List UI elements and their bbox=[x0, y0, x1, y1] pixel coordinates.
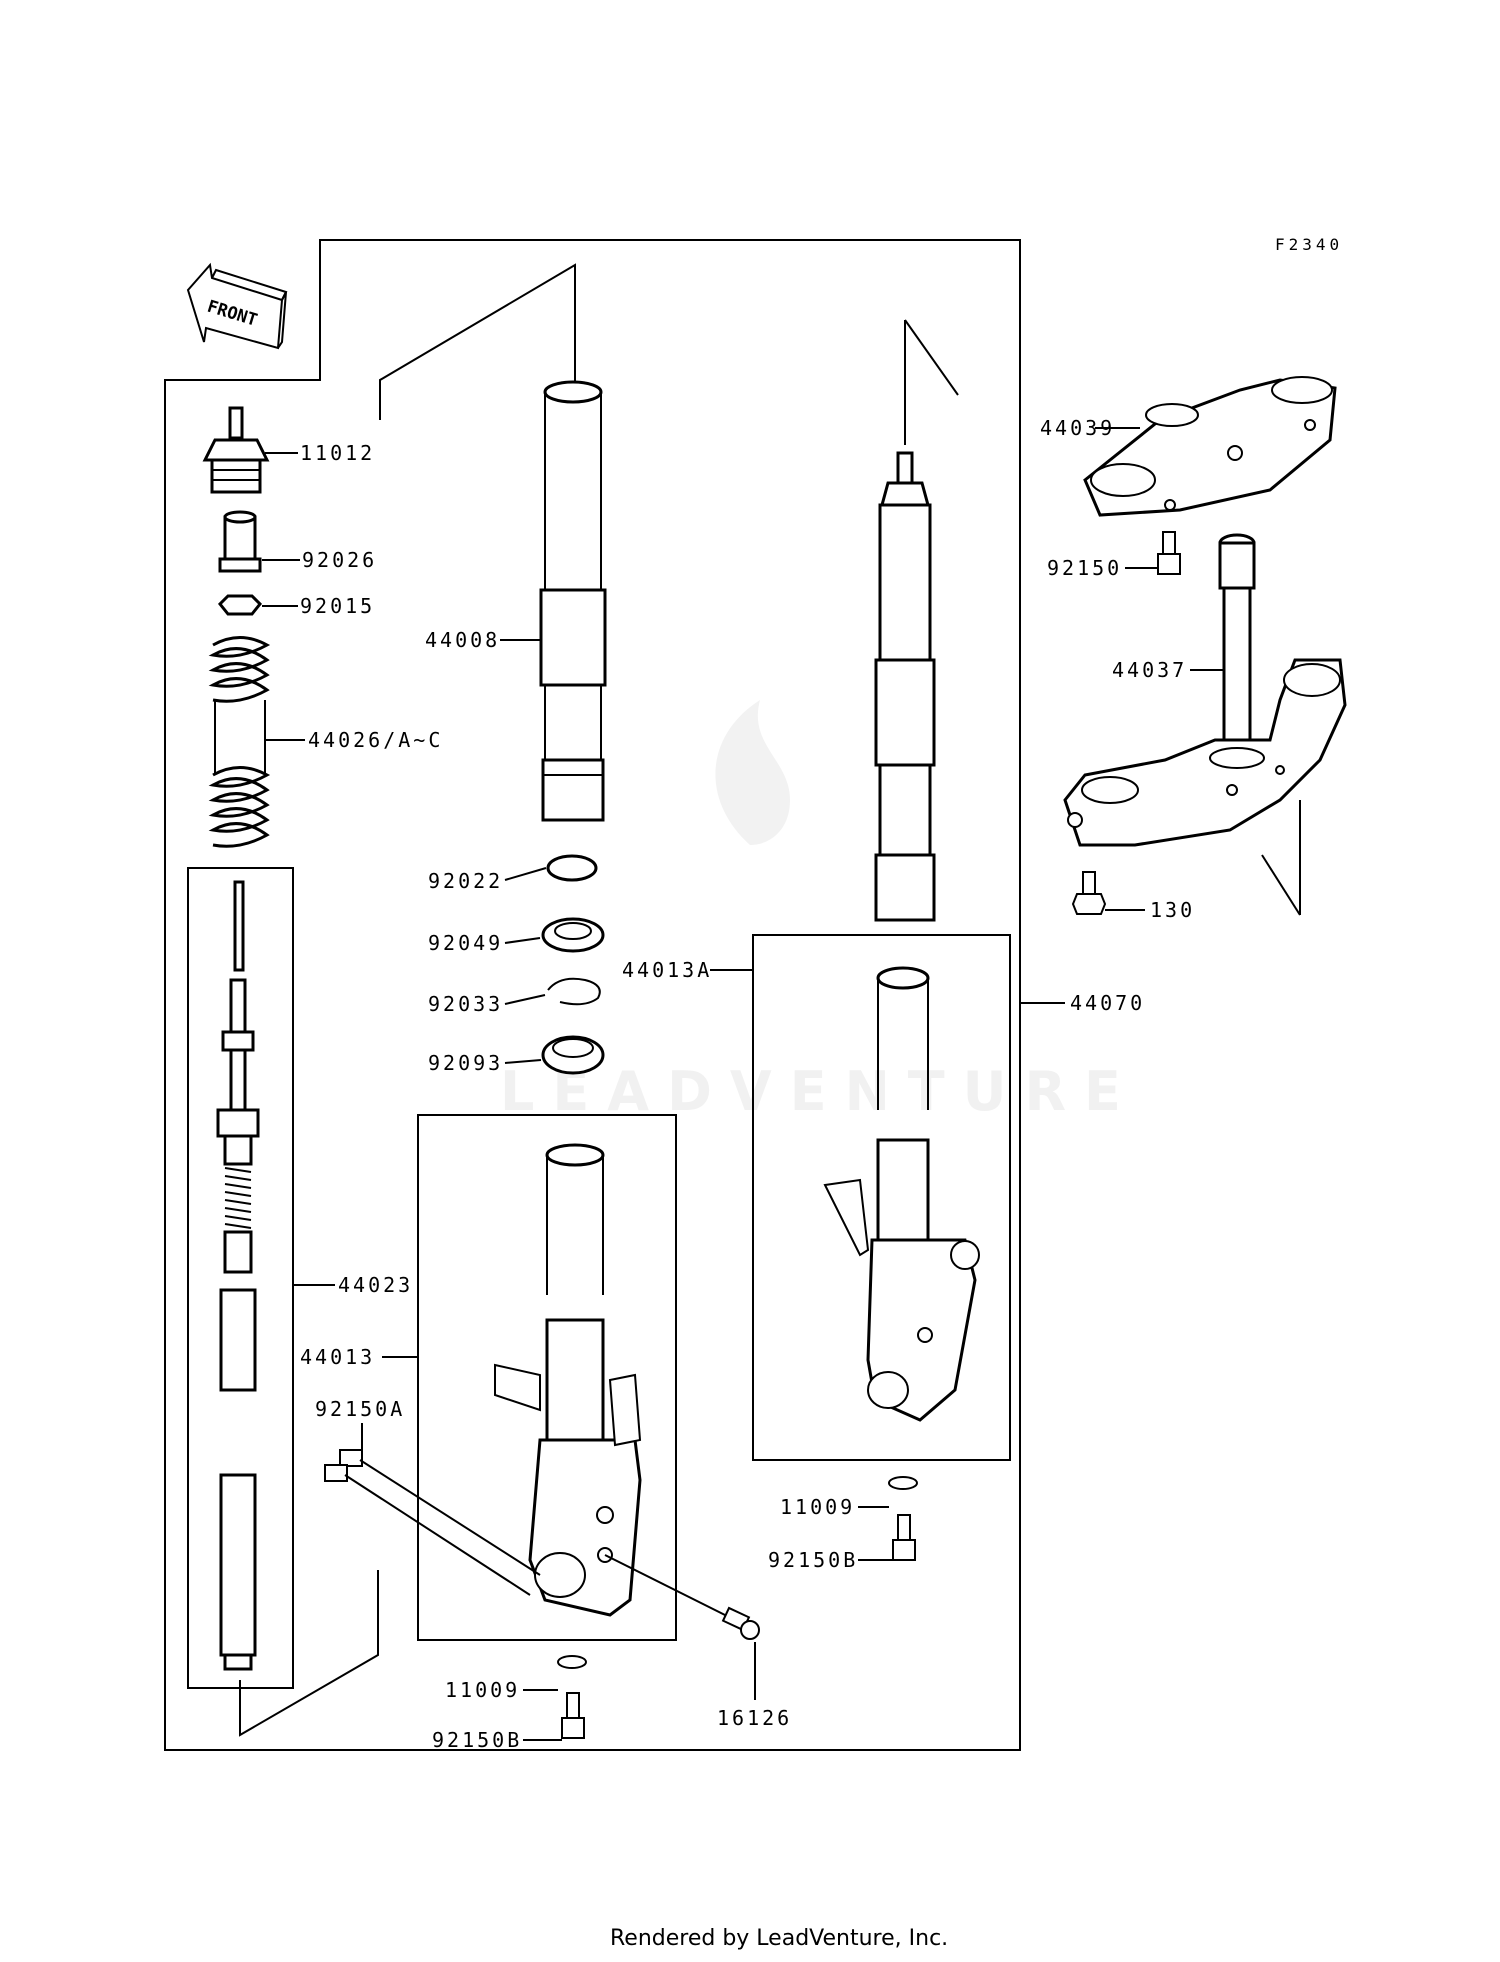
stem-bolt-part bbox=[1071, 871, 1107, 915]
outer-tube-box bbox=[417, 1114, 677, 1641]
label-92150B-right: 92150B bbox=[768, 1548, 858, 1572]
inner-tube-part bbox=[539, 380, 607, 822]
label-130: 130 bbox=[1150, 898, 1195, 922]
dust-seal-part bbox=[541, 1035, 605, 1075]
footer-text: Rendered by LeadVenture, Inc. bbox=[610, 1926, 948, 1951]
collar-part bbox=[218, 510, 262, 573]
label-92022: 92022 bbox=[428, 869, 503, 893]
front-arrow-icon: FRONT bbox=[186, 262, 288, 350]
diagram-code: F2340 bbox=[1275, 235, 1343, 254]
axle-bolts-part bbox=[324, 1449, 541, 1596]
outer-tube-a-box bbox=[752, 934, 1011, 1461]
nut-part bbox=[217, 594, 263, 616]
label-44026: 44026/A~C bbox=[308, 728, 443, 752]
label-44070: 44070 bbox=[1070, 991, 1145, 1015]
main-frame bbox=[164, 239, 1021, 1751]
label-92150A: 92150A bbox=[315, 1397, 405, 1421]
label-92026: 92026 bbox=[302, 548, 377, 572]
label-11009-right: 11009 bbox=[780, 1495, 855, 1519]
label-92015: 92015 bbox=[300, 594, 375, 618]
leader-lines bbox=[262, 427, 1224, 1741]
label-16126: 16126 bbox=[717, 1706, 792, 1730]
label-92049: 92049 bbox=[428, 931, 503, 955]
label-92093: 92093 bbox=[428, 1051, 503, 1075]
label-92150: 92150 bbox=[1047, 556, 1122, 580]
fork-assembly-part bbox=[874, 451, 936, 922]
outer-tube-part bbox=[494, 1143, 642, 1617]
label-92033: 92033 bbox=[428, 992, 503, 1016]
label-11012: 11012 bbox=[300, 441, 375, 465]
connector-line-bracket-diag bbox=[1261, 854, 1301, 916]
steering-stem-part bbox=[1063, 533, 1347, 847]
upper-bracket-part bbox=[1083, 376, 1337, 517]
watermark: LEADVENTURE bbox=[500, 700, 1139, 1123]
label-44013: 44013 bbox=[300, 1345, 375, 1369]
right-bolt-part bbox=[892, 1514, 916, 1561]
right-washer-part bbox=[888, 1476, 918, 1490]
label-44037: 44037 bbox=[1112, 658, 1187, 682]
connector-line-bottom bbox=[239, 1570, 379, 1737]
watermark-text: LEADVENTURE bbox=[500, 1060, 1139, 1123]
label-44013A: 44013A bbox=[622, 958, 712, 982]
label-44008: 44008 bbox=[425, 628, 500, 652]
lower-washer-part bbox=[557, 1655, 587, 1669]
damper-rod-part bbox=[216, 880, 260, 1671]
spring-part bbox=[208, 636, 271, 848]
part-labels: 11012 92026 92015 44026/A~C 44023 44013 … bbox=[300, 416, 1195, 1752]
label-11009-left: 11009 bbox=[445, 1678, 520, 1702]
washer-part bbox=[546, 854, 598, 882]
drain-screw-part bbox=[604, 1554, 760, 1640]
lower-bolt-part bbox=[561, 1692, 585, 1739]
oil-seal-part bbox=[541, 917, 605, 953]
cap-bolt-part bbox=[202, 406, 270, 494]
circlip-part bbox=[547, 977, 601, 1006]
outer-tube-a-part bbox=[823, 966, 980, 1422]
label-44039: 44039 bbox=[1040, 416, 1115, 440]
watermark-flame-icon bbox=[715, 700, 790, 845]
label-44023: 44023 bbox=[338, 1273, 413, 1297]
label-92150B-left: 92150B bbox=[432, 1728, 522, 1752]
bracket-bolt-part bbox=[1157, 531, 1181, 575]
connector-line-right-diag bbox=[904, 319, 959, 396]
connector-line-left bbox=[379, 263, 576, 420]
